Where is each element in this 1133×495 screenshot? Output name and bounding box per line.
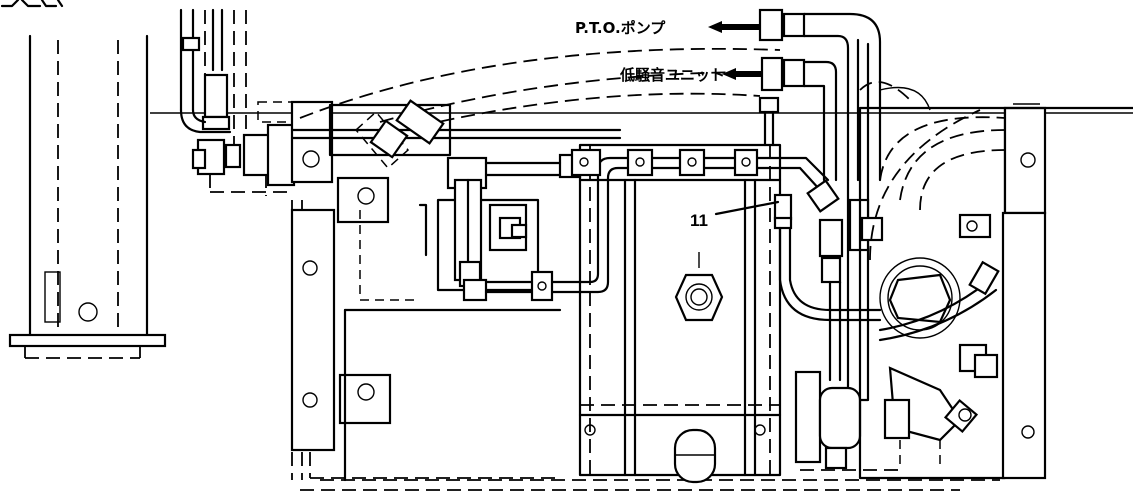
pto-pump-label: P.T.O.ポンプ [575, 19, 666, 37]
part-11-callout: 11 [690, 200, 780, 230]
left-fittings [191, 100, 622, 196]
valve-cluster [354, 99, 582, 302]
right-unit [858, 81, 1133, 480]
left-detail-view [0, 0, 167, 359]
hydraulic-line [484, 156, 772, 302]
part-11-label: 11 [690, 211, 708, 230]
pto-pump-callout: P.T.O.ポンプ [575, 19, 760, 37]
low-noise-unit-callout: 低騒音ユニット [619, 66, 762, 84]
right-piping [768, 156, 900, 471]
upper-pipes [179, 8, 247, 150]
dashed-hose-arcs [299, 47, 781, 127]
center-tank [570, 96, 782, 484]
low-noise-unit-label: 低騒音ユニット [619, 66, 725, 84]
main-frame [290, 103, 1000, 491]
pto-pipe-assembly [758, 8, 882, 182]
